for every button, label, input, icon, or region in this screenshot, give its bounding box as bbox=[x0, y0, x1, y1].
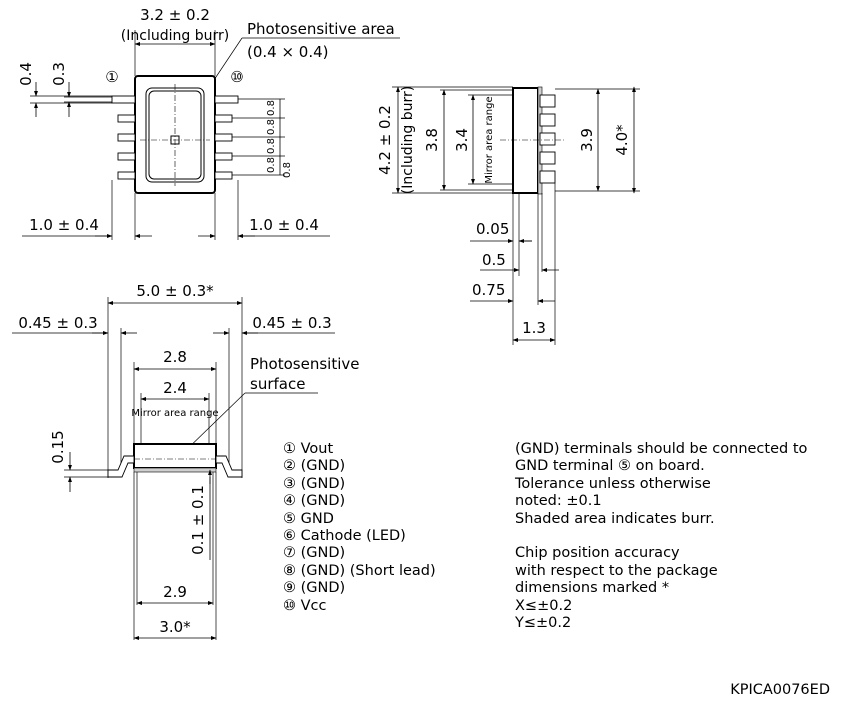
note-line: Tolerance unless otherwise bbox=[515, 475, 711, 492]
pitch-label-2: 0.8 bbox=[266, 119, 277, 135]
left-lead-length-dim: 0.45 ± 0.3 bbox=[18, 314, 97, 332]
pin-item: ④ (GND) bbox=[283, 493, 346, 510]
side-mirror-label: Mirror area range bbox=[484, 96, 495, 183]
note-line: (GND) terminals should be connected to bbox=[515, 441, 808, 457]
dim-3-9: 3.9 bbox=[578, 128, 596, 152]
pitch-label-5: 0.8 bbox=[282, 162, 293, 178]
side-package-body bbox=[512, 87, 539, 194]
dim-2-9: 2.9 bbox=[163, 583, 187, 601]
drawing-code: KPICA0076ED bbox=[730, 682, 830, 698]
note-line: Y≤±0.2 bbox=[515, 615, 572, 632]
pin-list: ① Vout ② (GND) ③ (GND) ④ (GND) ⑤ GND ⑥ C… bbox=[283, 441, 436, 615]
dim-0-05: 0.05 bbox=[476, 220, 509, 238]
surface-label-line-2: surface bbox=[250, 375, 305, 393]
pin-item: ① Vout bbox=[283, 441, 334, 457]
right-lead-dim: 1.0 ± 0.4 bbox=[249, 216, 319, 234]
side-view: 4.2 ± 0.2 (Including burr) 3.8 3.4 Mirro… bbox=[376, 86, 640, 345]
note-line: GND terminal ⑤ on board. bbox=[515, 458, 705, 475]
right-leads bbox=[214, 95, 239, 180]
dim-3-4: 3.4 bbox=[453, 128, 471, 152]
surface-label-line-1: Photosensitive bbox=[250, 355, 359, 373]
pitch-dims: 0.8 0.8 0.8 0.8 0.8 bbox=[232, 98, 293, 178]
pin10-marker: ⑩ bbox=[230, 68, 243, 86]
dim-4-0: 4.0* bbox=[613, 124, 631, 156]
pin-item: ⑥ Cathode (LED) bbox=[283, 528, 406, 545]
left-leads bbox=[111, 95, 136, 180]
pin-item: ② (GND) bbox=[283, 458, 346, 475]
dim-1-3: 1.3 bbox=[522, 319, 546, 337]
side-height-note: (Including burr) bbox=[400, 86, 416, 194]
dim-2-8: 2.8 bbox=[163, 348, 187, 366]
pitch-label-3: 0.8 bbox=[266, 138, 277, 154]
note-line: X≤±0.2 bbox=[515, 597, 573, 614]
dim-3-8: 3.8 bbox=[423, 128, 441, 152]
dim-0-1: 0.1 ± 0.1 bbox=[189, 485, 207, 555]
notes-block: (GND) terminals should be connected to G… bbox=[515, 441, 807, 632]
pitch-label-1: 0.8 bbox=[266, 100, 277, 116]
note-line: Chip position accuracy bbox=[515, 545, 680, 562]
photosensitive-area-size: (0.4 × 0.4) bbox=[247, 43, 329, 61]
pin-item: ⑦ (GND) bbox=[283, 545, 346, 562]
note-line: dimensions marked * bbox=[515, 580, 670, 597]
lead-small-dim: 0.3 bbox=[50, 62, 68, 86]
pin-item: ⑩ Vcc bbox=[283, 597, 327, 614]
photosensitive-area bbox=[170, 135, 180, 145]
pin-item: ⑧ (GND) (Short lead) bbox=[283, 562, 436, 579]
top-width-note: (Including burr) bbox=[121, 28, 229, 44]
pin-item: ⑨ (GND) bbox=[283, 580, 346, 597]
note-line: Shaded area indicates burr. bbox=[515, 510, 715, 527]
note-line: with respect to the package bbox=[515, 562, 718, 579]
top-view: 3.2 ± 0.2 (Including burr) Photosensitiv… bbox=[17, 6, 400, 240]
right-lead-length-dim: 0.45 ± 0.3 bbox=[252, 314, 331, 332]
lead-width-dim: 0.4 bbox=[17, 62, 35, 86]
pin1-marker: ① bbox=[105, 68, 118, 86]
dim-0-5: 0.5 bbox=[482, 251, 506, 269]
pitch-label-4: 0.8 bbox=[266, 157, 277, 173]
top-width-dim: 3.2 ± 0.2 bbox=[140, 6, 210, 24]
note-gap bbox=[515, 528, 807, 545]
photosensitive-area-label: Photosensitive area bbox=[247, 20, 395, 38]
total-width-dim: 5.0 ± 0.3* bbox=[136, 282, 214, 300]
pin-item: ③ (GND) bbox=[283, 475, 346, 492]
dim-0-15: 0.15 bbox=[49, 430, 67, 463]
front-view: 5.0 ± 0.3* 0.45 ± 0.3 0.45 ± 0.3 2.8 2.4… bbox=[12, 282, 359, 640]
side-height-dim: 4.2 ± 0.2 bbox=[376, 105, 394, 175]
left-lead-dim: 1.0 ± 0.4 bbox=[29, 216, 99, 234]
pin-item: ⑤ GND bbox=[283, 510, 334, 527]
right-gull-wing-lead bbox=[215, 455, 243, 478]
dim-0-75: 0.75 bbox=[472, 281, 505, 299]
dim-3-0: 3.0* bbox=[159, 618, 191, 636]
front-package-body bbox=[133, 443, 217, 469]
dim-2-4: 2.4 bbox=[163, 379, 187, 397]
front-mirror-label: Mirror area range bbox=[131, 408, 218, 419]
note-line: noted: ±0.1 bbox=[515, 493, 602, 510]
